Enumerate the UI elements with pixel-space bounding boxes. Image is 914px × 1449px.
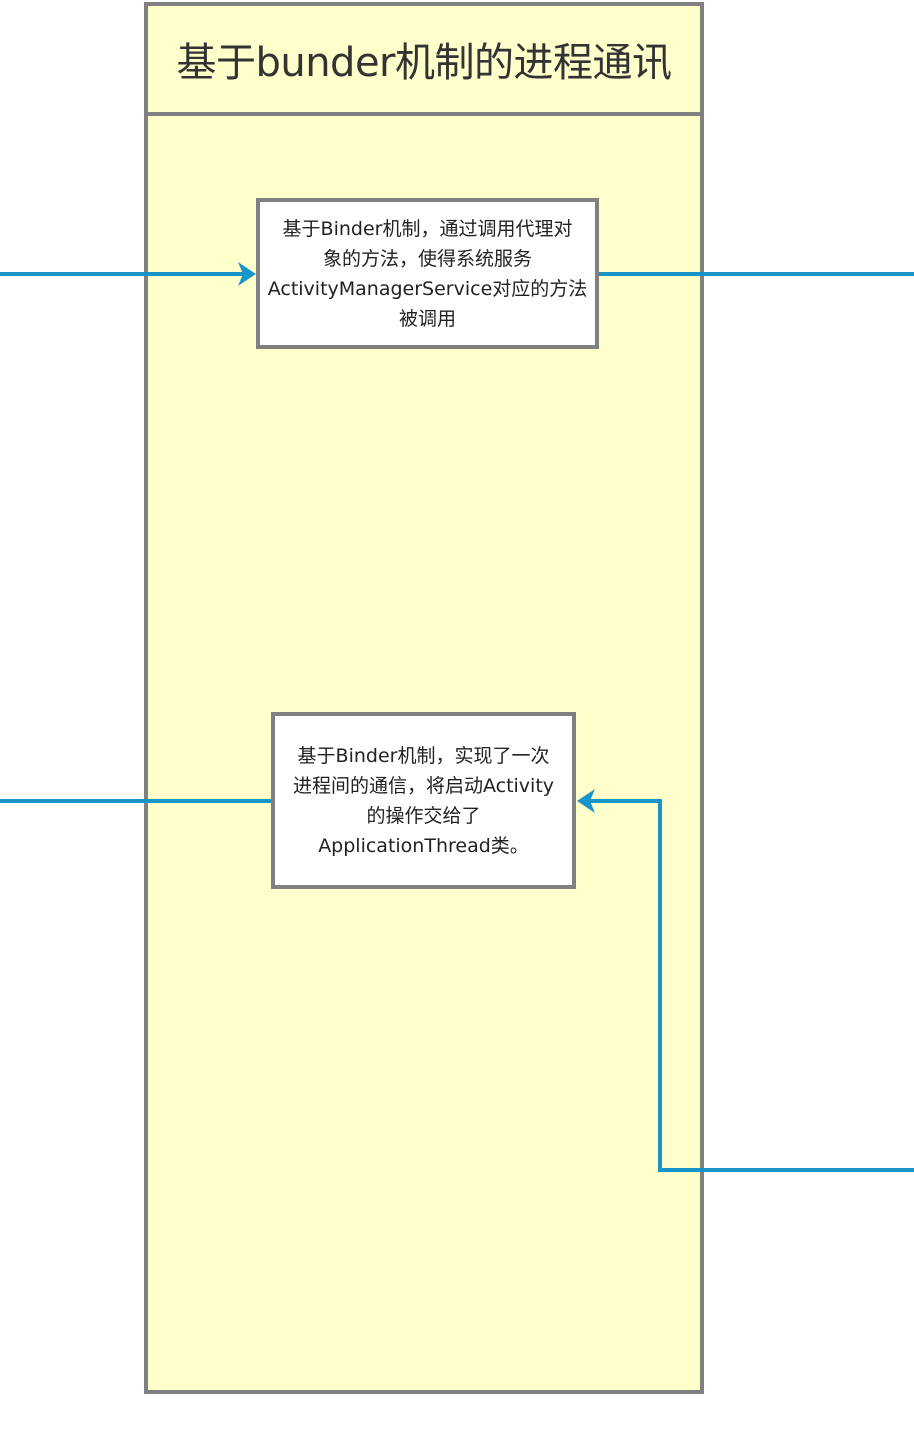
swimlane-title: 基于bunder机制的进程通讯 [176, 40, 672, 86]
node-binder-proxy-call: 基于Binder机制，通过调用代理对 象的方法，使得系统服务 ActivityM… [256, 198, 599, 349]
swimlane-header: 基于bunder机制的进程通讯 [148, 6, 700, 116]
node-binder-ipc-application-thread: 基于Binder机制，实现了一次 进程间的通信，将启动Activity 的操作交… [271, 712, 576, 889]
